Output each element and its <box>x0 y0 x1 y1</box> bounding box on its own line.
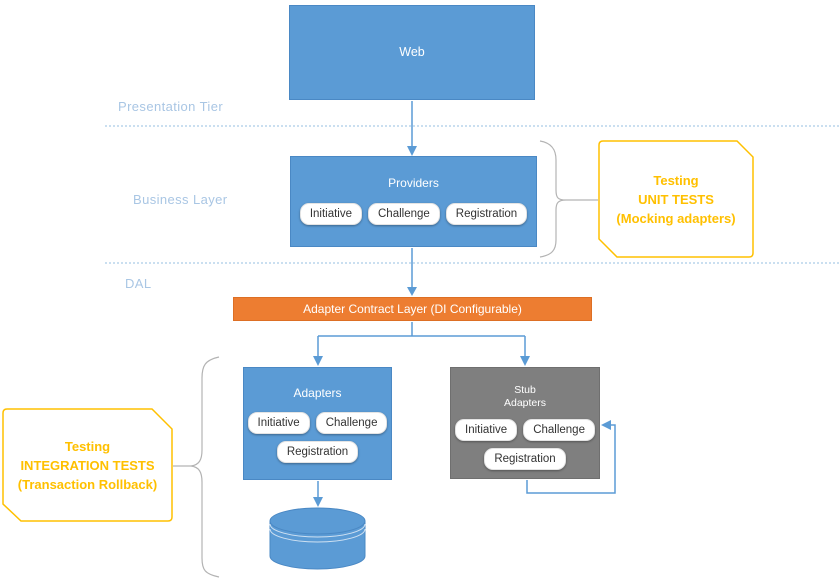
unit-tests-annotation: Testing UNIT TESTS (Mocking adapters) <box>599 141 753 257</box>
web-box: Web <box>289 5 535 100</box>
tier-label-business: Business Layer <box>133 192 228 207</box>
database-cylinder <box>269 507 366 570</box>
stub-adapters-pill-registration: Registration <box>484 448 566 470</box>
adapters-pill-row-1: Initiative Challenge <box>247 412 388 434</box>
adapter-contract-layer-title: Adapter Contract Layer (DI Configurable) <box>303 302 522 316</box>
tier-label-presentation: Presentation Tier <box>118 99 224 114</box>
arrowhead-contract-to-stub-adapters <box>520 356 530 366</box>
adapters-pill-initiative: Initiative <box>247 412 310 434</box>
adapter-contract-layer-bar: Adapter Contract Layer (DI Configurable) <box>233 297 592 321</box>
database-cylinder-ring-1 <box>269 523 366 538</box>
integration-tests-line-1: Testing <box>64 438 111 454</box>
web-box-title: Web <box>399 45 425 59</box>
tier-separator-presentation <box>105 125 839 127</box>
database-cylinder-ring-2 <box>269 528 366 543</box>
stub-adapters-box-title: Stub Adapters <box>503 384 547 409</box>
database-cylinder-top <box>269 507 366 535</box>
providers-pill-challenge: Challenge <box>368 203 440 225</box>
providers-box: Providers Initiative Challenge Registrat… <box>290 156 537 247</box>
providers-pill-registration: Registration <box>445 203 528 225</box>
stub-adapters-pill-challenge: Challenge <box>523 419 595 441</box>
providers-pill-row: Initiative Challenge Registration <box>299 203 528 225</box>
arrowhead-adapters-to-database <box>313 497 323 507</box>
connector-contract-split <box>317 322 526 357</box>
adapters-pill-row-2: Registration <box>276 441 359 463</box>
stub-adapters-pill-initiative: Initiative <box>455 419 518 441</box>
unit-tests-line-1: Testing <box>653 172 699 188</box>
integration-tests-line-2: INTEGRATION TESTS <box>20 457 155 473</box>
providers-box-title: Providers <box>388 176 439 190</box>
arrowhead-contract-to-adapters <box>313 356 323 366</box>
arrowhead-web-to-providers <box>407 146 417 156</box>
integration-tests-line-3: (Transaction Rollback) <box>17 476 158 492</box>
stub-adapters-box: Stub Adapters Initiative Challenge Regis… <box>450 367 600 479</box>
brace-integration-tests <box>190 356 220 578</box>
integration-tests-annotation: Testing INTEGRATION TESTS (Transaction R… <box>3 409 172 521</box>
adapters-box: Adapters Initiative Challenge Registrati… <box>243 367 392 480</box>
tier-label-dal: DAL <box>125 276 152 291</box>
stub-adapters-pill-row-1: Initiative Challenge <box>455 419 595 441</box>
adapters-pill-challenge: Challenge <box>315 412 388 434</box>
unit-tests-line-2: UNIT TESTS <box>638 191 714 207</box>
tier-separator-business <box>105 262 839 264</box>
brace-unit-tests <box>539 140 567 258</box>
adapters-box-title: Adapters <box>293 386 342 400</box>
database-cylinder-body <box>269 520 366 570</box>
unit-tests-line-3: (Mocking adapters) <box>616 210 736 226</box>
arrowhead-stub-self-loop <box>601 420 611 430</box>
providers-pill-initiative: Initiative <box>299 203 362 225</box>
arrowhead-providers-to-contract <box>407 287 417 296</box>
stub-adapters-pill-row-2: Registration <box>484 448 566 470</box>
adapters-pill-registration: Registration <box>276 441 359 463</box>
